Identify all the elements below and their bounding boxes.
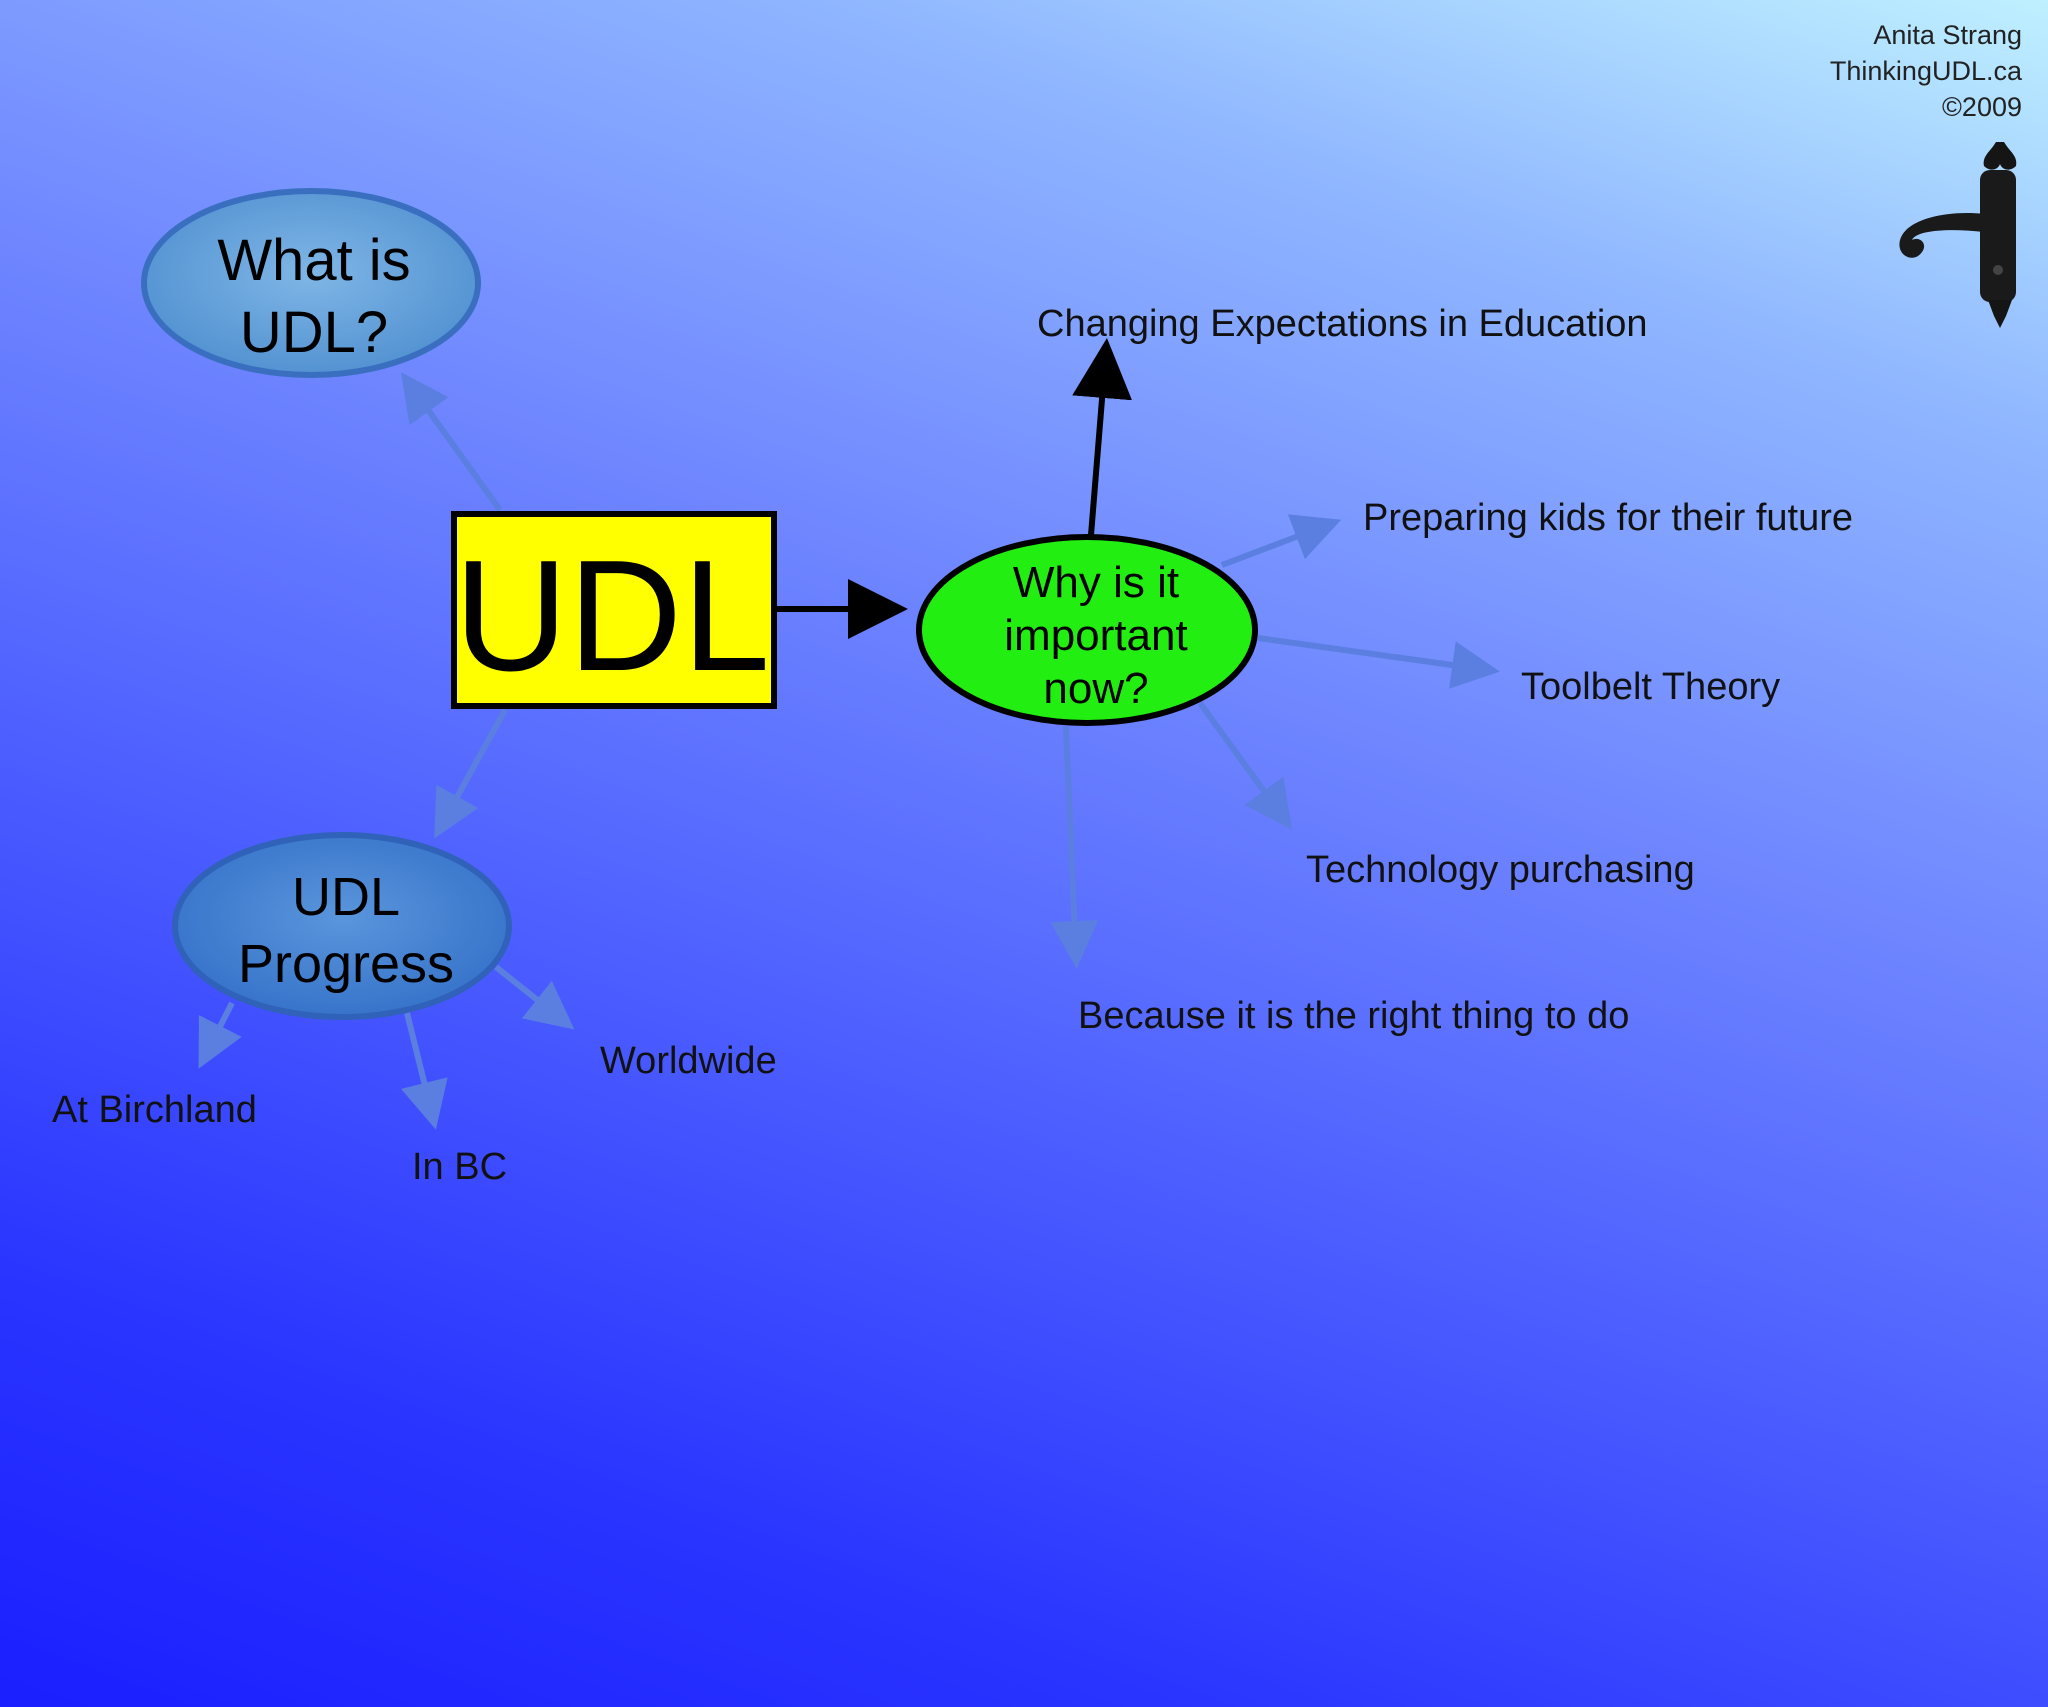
connector-progress-birchland <box>198 1001 242 1069</box>
what-is-udl-line1: What is <box>217 228 410 293</box>
connector-progress-bc <box>401 1012 448 1130</box>
door-handle-icon <box>1899 142 2017 328</box>
leaf-right-thing: Because it is the right thing to do <box>1078 995 1629 1037</box>
connector-progress-worldwide <box>494 964 575 1030</box>
connector-why-preparing <box>1220 514 1342 568</box>
leaf-changing-expectations: Changing Expectations in Education <box>1037 303 1648 345</box>
why-important-node: Why is it important now? <box>916 534 1258 726</box>
connector-to-progress <box>434 708 508 839</box>
credit-block: Anita Strang ThinkingUDL.ca ©2009 <box>1830 20 2023 122</box>
leaf-technology-purchasing: Technology purchasing <box>1306 849 1695 891</box>
udl-center-label: UDL <box>454 528 770 704</box>
credit-copyright: ©2009 <box>1942 92 2022 122</box>
leaf-in-bc: In BC <box>412 1146 507 1188</box>
udl-progress-node: UDL Progress <box>172 832 512 1020</box>
credit-site: ThinkingUDL.ca <box>1830 56 2023 86</box>
credit-author: Anita Strang <box>1873 20 2022 50</box>
leaf-preparing-kids: Preparing kids for their future <box>1363 497 1853 539</box>
leaf-worldwide: Worldwide <box>600 1040 777 1082</box>
udl-center-box: UDL <box>451 511 777 709</box>
connector-to-what-is <box>400 372 503 512</box>
connector-why-right-thing <box>1050 725 1099 969</box>
what-is-udl-line2: UDL? <box>240 300 388 365</box>
why-line3: now? <box>1043 664 1148 713</box>
what-is-udl-node: What is UDL? <box>141 188 481 378</box>
udl-progress-line2: Progress <box>238 934 454 994</box>
leaf-toolbelt-theory: Toolbelt Theory <box>1521 666 1780 708</box>
connector-why-technology <box>1197 701 1293 830</box>
udl-progress-line1: UDL <box>292 867 400 927</box>
why-line1: Why is it <box>1013 558 1179 607</box>
why-line2: important <box>1004 611 1187 660</box>
connector-why-expectations <box>1072 338 1133 536</box>
leaf-at-birchland: At Birchland <box>52 1089 257 1131</box>
connector-why-toolbelt <box>1257 635 1500 689</box>
